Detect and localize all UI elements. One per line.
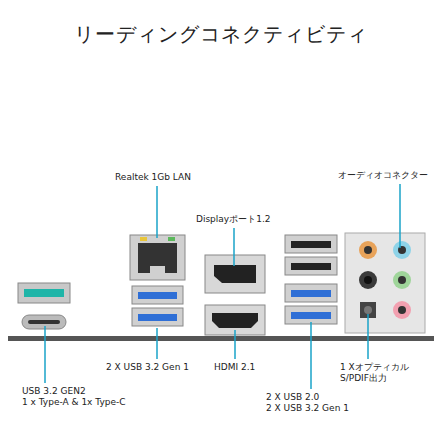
lan-led	[140, 237, 147, 241]
usb-c-frame	[22, 315, 66, 329]
port-label: 2 X USB 2.0 2 X USB 3.2 Gen 1	[266, 392, 322, 415]
audio-jack-hole	[398, 246, 406, 254]
usb-frame	[132, 286, 183, 304]
usb-tongue	[138, 314, 177, 321]
port-label: 2 X USB 3.2 Gen 1	[106, 362, 189, 373]
usb-tongue	[291, 290, 331, 297]
port-label: オーディオコネクター	[338, 170, 428, 181]
dp-socket	[214, 265, 256, 283]
usb-frame	[285, 235, 337, 253]
audio-jack	[359, 271, 377, 289]
leader-line	[233, 228, 235, 266]
leader-line	[234, 330, 236, 359]
lan-latch	[150, 266, 165, 273]
optical-shutter	[364, 306, 372, 314]
usb-c-tongue	[28, 320, 60, 324]
audio-jack	[393, 271, 411, 289]
usb-a-tongue	[24, 289, 64, 297]
port-label: Displayポート1.2	[196, 214, 271, 225]
audio-jack	[359, 241, 377, 259]
usb-tongue	[138, 292, 177, 299]
board-edge	[8, 336, 434, 341]
audio-jack-hole	[398, 276, 406, 284]
usb-frame	[132, 308, 183, 326]
leader-line	[156, 186, 158, 238]
leader-line	[44, 326, 46, 383]
leader-line	[367, 314, 369, 359]
hdmi-socket	[212, 313, 258, 328]
port-label: USB 3.2 GEN2 1 x Type-A & 1x Type-C	[22, 386, 88, 409]
leader-line	[310, 322, 312, 389]
port-label: HDMI 2.1	[214, 362, 255, 373]
leader-line	[399, 184, 401, 248]
port-label: Realtek 1Gb LAN	[115, 172, 191, 183]
audio-jack-hole	[398, 306, 406, 314]
audio-jack	[393, 241, 411, 259]
leader-line	[156, 328, 158, 359]
usb-tongue	[291, 241, 331, 248]
audio-jack-hole	[364, 276, 372, 284]
dp-frame	[205, 255, 265, 293]
audio-jack-hole	[364, 246, 372, 254]
usb-a-frame	[18, 283, 70, 303]
usb-frame	[285, 257, 337, 275]
audio-jack	[393, 301, 411, 319]
usb-tongue	[291, 312, 331, 319]
port-label: 1 Xオプティカル S/PDIF出力	[340, 362, 411, 385]
lan-led	[168, 237, 175, 241]
lan-socket	[138, 243, 177, 273]
audio-plate	[345, 233, 425, 333]
usb-tongue	[291, 263, 331, 270]
lan-frame	[130, 235, 185, 280]
usb-frame	[285, 284, 337, 302]
title: リーディングコネクティビティ	[74, 22, 368, 47]
leader-lines	[45, 184, 400, 389]
usb-frame	[285, 306, 337, 324]
